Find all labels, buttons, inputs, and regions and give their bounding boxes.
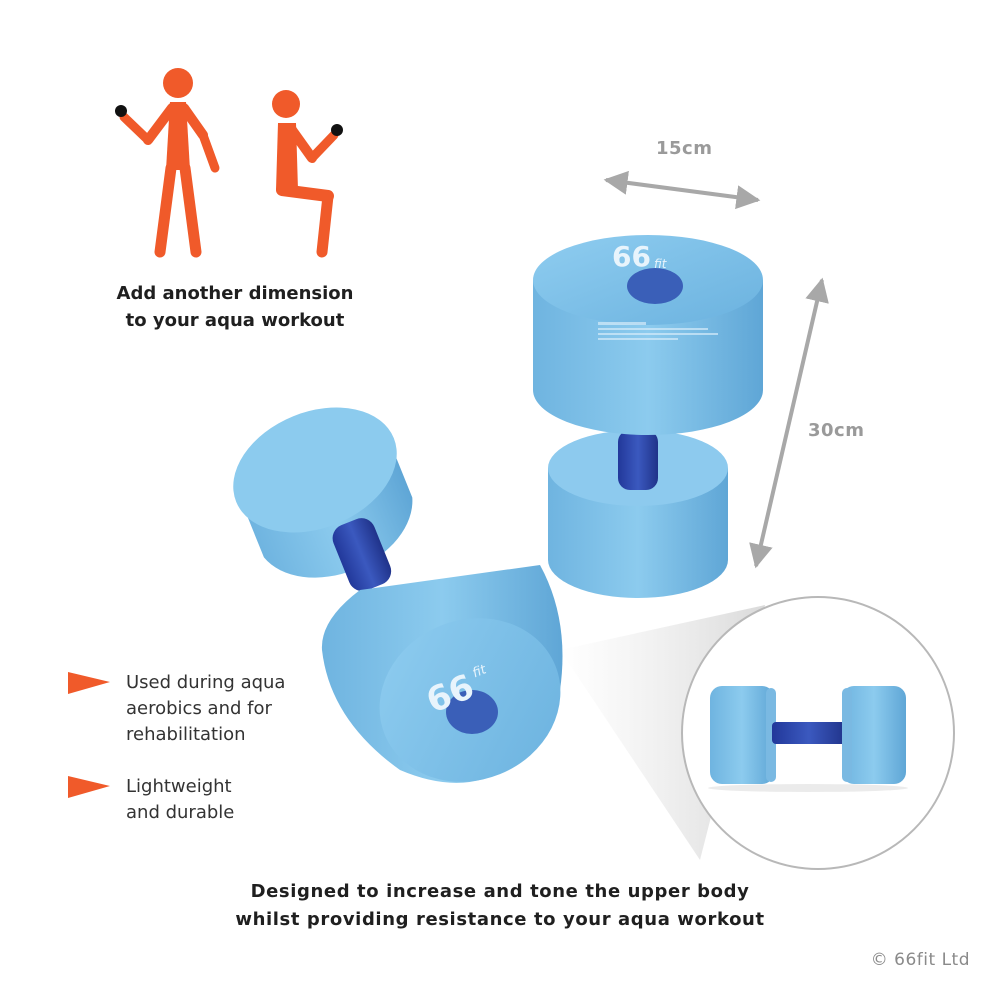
lying-dumbbell: 66 fit — [233, 407, 563, 783]
headline-line-1: Add another dimension — [116, 283, 354, 304]
feature-text-line: and durable — [126, 802, 235, 823]
width-dimension-label: 15cm — [656, 138, 713, 159]
headline: Add another dimension to your aqua worko… — [60, 280, 410, 334]
headline-line-2: to your aqua workout — [125, 310, 345, 331]
arrow-bullet-icon — [68, 672, 110, 694]
height-dimension-label: 30cm — [808, 420, 865, 441]
feature-item-aerobics: Used during aqua aerobics and for rehabi… — [126, 670, 285, 748]
feature-text-line: rehabilitation — [126, 724, 246, 745]
width-dimension-arrow — [603, 170, 761, 210]
svg-text:fit: fit — [470, 662, 489, 681]
tagline: Designed to increase and tone the upper … — [0, 878, 1000, 934]
feature-text-line: Lightweight — [126, 776, 232, 797]
zoom-callout-circle — [681, 596, 955, 870]
tagline-line-1: Designed to increase and tone the upper … — [250, 881, 750, 902]
height-dimension-arrow — [749, 277, 829, 569]
person-sitting-dumbbell-icon — [272, 90, 343, 258]
tagline-line-2: whilst providing resistance to your aqua… — [235, 909, 765, 930]
feature-text-line: Used during aqua — [126, 672, 286, 693]
feature-text-line: aerobics and for — [126, 698, 272, 719]
svg-text:fit: fit — [654, 257, 668, 271]
feature-item-lightweight: Lightweight and durable — [126, 774, 234, 826]
copyright-notice: © 66fit Ltd — [870, 950, 970, 970]
logo-text: 66 — [612, 240, 651, 273]
person-standing-dumbbell-icon — [115, 68, 220, 258]
upright-dumbbell: 66 fit — [533, 235, 763, 598]
arrow-bullet-icon — [68, 776, 110, 798]
